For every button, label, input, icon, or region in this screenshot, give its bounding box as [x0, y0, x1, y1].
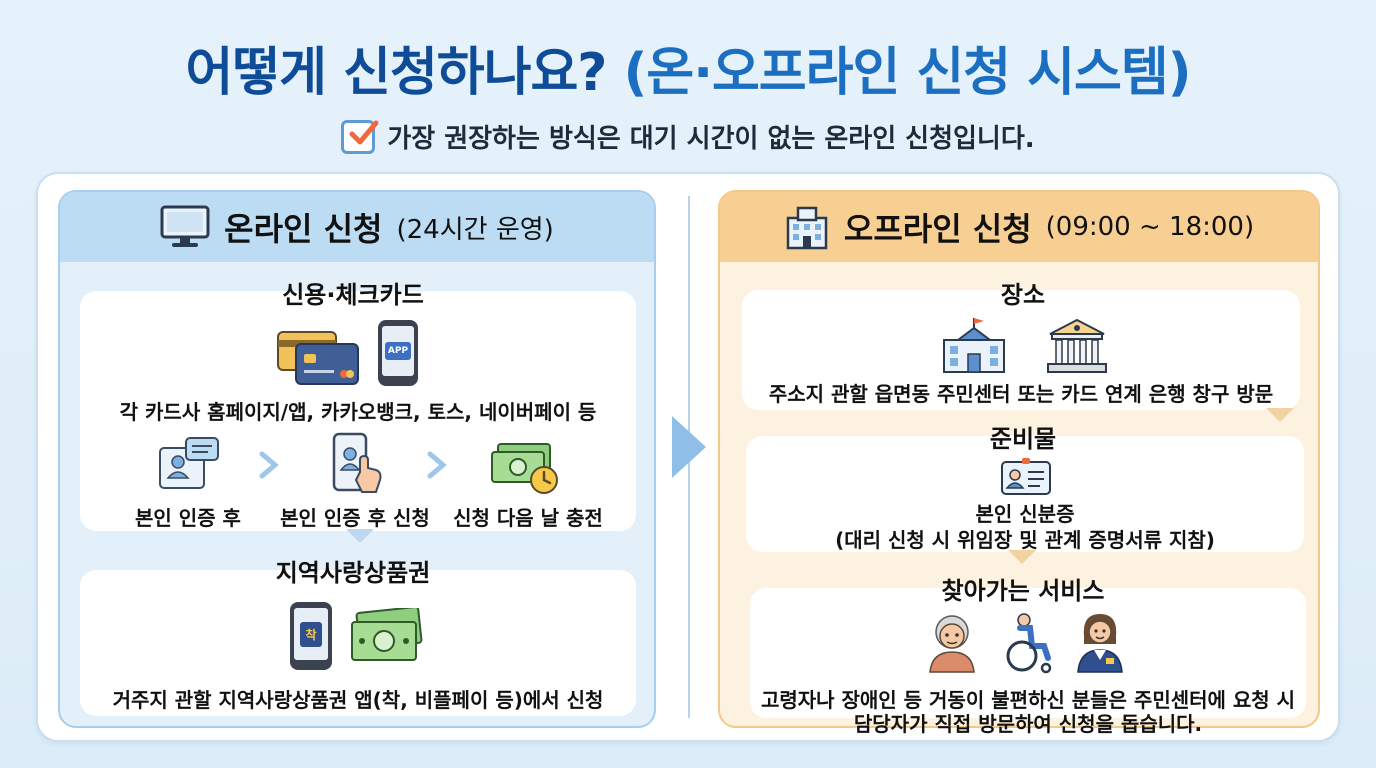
school-icon [943, 318, 1005, 373]
card-icon [277, 331, 359, 385]
step-2-text: 본인 인증 후 신청 [280, 506, 430, 530]
place-box [742, 290, 1300, 410]
monitor-icon [160, 205, 210, 247]
subtitle-text: 가장 권장하는 방식은 대기 시간이 없는 온라인 신청입니다. [387, 124, 1035, 154]
title-main: 어떻게 신청하나요? [185, 43, 607, 103]
place-label: 장소 [1000, 280, 1046, 309]
place-text: 주소지 관할 읍면동 주민센터 또는 카드 연계 은행 창구 방문 [768, 382, 1274, 406]
title-paren: (온·오프라인 신청 시스템) [623, 43, 1192, 103]
offline-panel-header: 오프라인 신청 (09:00 ~ 18:00) [720, 192, 1318, 262]
place-pointer [1266, 408, 1294, 422]
id-card-icon [1001, 458, 1051, 495]
tap-phone-icon [332, 432, 382, 493]
visit-box [750, 588, 1306, 718]
money-icon [351, 608, 423, 661]
phone-icon: 착 [290, 602, 332, 670]
local-channels-text: 거주지 관할 지역사랑상품권 앱(착, 비플페이 등)에서 신청 [112, 688, 604, 712]
arrow-right-icon [672, 416, 706, 478]
offline-hours: (09:00 ~ 18:00) [1045, 212, 1255, 242]
items-line-1: 본인 신분증 [975, 502, 1075, 526]
building-icon [786, 206, 828, 250]
visit-label: 찾아가는 서비스 [941, 576, 1105, 605]
offline-title: 오프라인 신청 [843, 210, 1032, 248]
step-3-text: 신청 다음 날 충전 [453, 506, 603, 530]
check-icon [341, 119, 379, 154]
money-clock-icon [491, 443, 558, 494]
items-line-2: (대리 신청 시 위임장 및 관계 증명서류 지참) [835, 528, 1215, 552]
online-hours: (24시간 운영) [396, 214, 554, 245]
chat-icon [159, 437, 219, 489]
subtitle-row: 가장 권장하는 방식은 대기 시간이 없는 온라인 신청입니다. [0, 118, 1376, 155]
app-badge: 착 [300, 621, 322, 647]
app-badge: APP [384, 342, 412, 360]
bank-icon [1047, 318, 1107, 373]
page-title: 어떻게 신청하나요? (온·오프라인 신청 시스템) [0, 30, 1376, 105]
step-1-text: 본인 인증 후 [135, 506, 241, 530]
items-label: 준비물 [989, 424, 1057, 453]
online-panel-header: 온라인 신청 (24시간 운영) [60, 192, 654, 262]
chevron-right-icon [259, 451, 279, 479]
visit-line-1: 고령자나 장애인 등 거동이 불편하신 분들은 주민센터에 요청 시 [760, 688, 1296, 712]
staff-icon [1077, 614, 1123, 673]
card-section-pointer [346, 529, 374, 543]
items-pointer [1008, 550, 1036, 564]
card-section-label: 신용·체크카드 [282, 280, 424, 309]
elderly-icon [929, 615, 975, 673]
visit-line-2: 담당자가 직접 방문하여 신청을 돕습니다. [853, 712, 1203, 736]
online-title: 온라인 신청 [224, 210, 383, 248]
local-section-label: 지역사랑상품권 [275, 558, 431, 587]
wheelchair-icon [1006, 613, 1052, 674]
chevron-right-icon [427, 451, 447, 479]
phone-icon: APP [378, 320, 418, 386]
card-channels-text: 각 카드사 홈페이지/앱, 카카오뱅크, 토스, 네이버페이 등 [119, 400, 597, 424]
